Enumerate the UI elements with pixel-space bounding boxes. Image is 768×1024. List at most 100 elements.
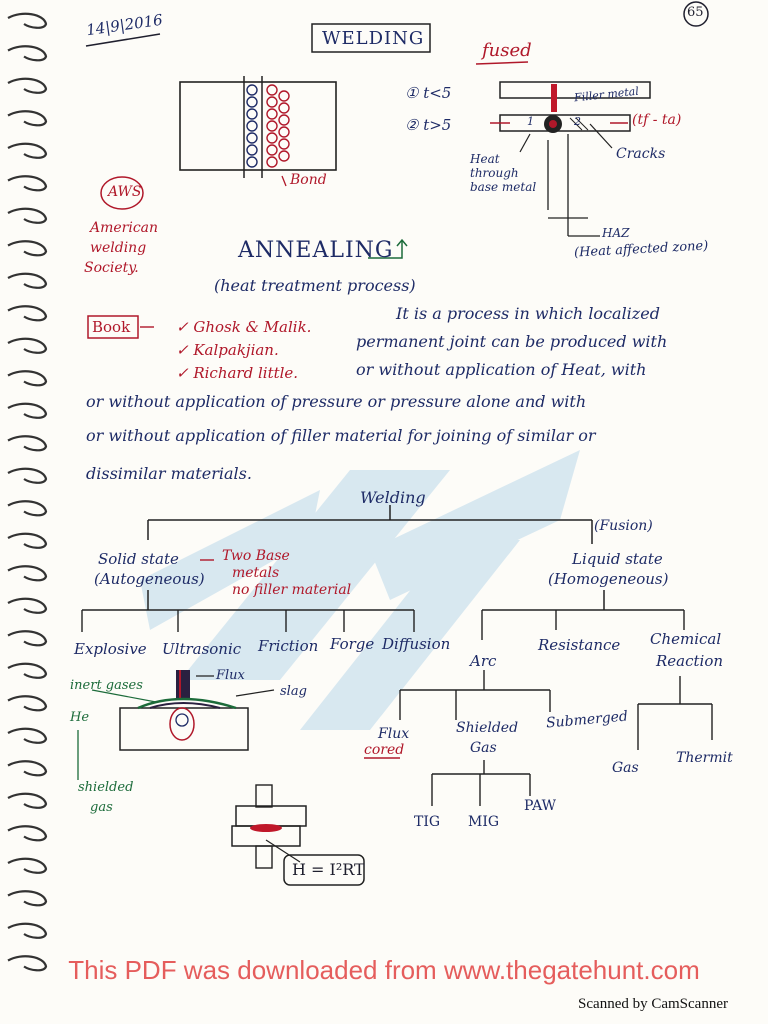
gas-child-mig: MIG: [468, 814, 500, 830]
tf-ta-label: (tf - ta): [632, 112, 682, 128]
arc-child-cored: cored: [364, 742, 405, 758]
spiral-ring: [7, 500, 48, 517]
solid-child-diffusion: Diffusion: [382, 635, 451, 653]
book-item-2: ✓ Kalpakjian.: [176, 341, 279, 359]
spiral-ring: [7, 922, 48, 939]
num-2-label: 2: [574, 115, 581, 128]
arc-child-flux: Flux: [378, 726, 410, 742]
spiral-ring: [7, 597, 48, 614]
aws-abbr: AWS: [108, 184, 142, 200]
spiral-ring: [7, 402, 48, 419]
watermark-logo: [140, 450, 580, 730]
liquid-child-reaction: Reaction: [656, 652, 724, 670]
tree-solid-note-3: no filler material: [232, 582, 352, 598]
spiral-ring: [7, 240, 48, 257]
spiral-binding: [7, 12, 48, 972]
definition-line-6: dissimilar materials.: [86, 464, 252, 483]
page-title: WELDING: [322, 28, 425, 49]
aws-line2: welding: [90, 240, 147, 256]
tree-solid-note-1: Two Base: [222, 548, 290, 564]
gas-child-paw: PAW: [524, 798, 557, 814]
haz-label: HAZ: [602, 226, 630, 240]
aws-line3: Society.: [84, 260, 139, 276]
condition-1: ① t<5: [405, 84, 452, 102]
filler-metal-label: Filler metal: [573, 84, 640, 105]
arc-child-gas: Gas: [470, 740, 497, 756]
spiral-ring: [7, 207, 48, 224]
spiral-ring: [7, 890, 48, 907]
fused-label: fused: [482, 40, 532, 61]
spiral-ring: [7, 142, 48, 159]
inert-gases-label: inert gases: [70, 678, 143, 693]
resistance-formula: H = I²RT: [292, 860, 365, 879]
gas-child-tig: TIG: [414, 814, 441, 830]
spiral-ring: [7, 727, 48, 744]
spiral-ring: [7, 12, 48, 29]
arc-child-shielded: Shielded: [456, 720, 519, 736]
spiral-ring: [7, 175, 48, 192]
spiral-ring: [7, 77, 48, 94]
spiral-ring: [7, 565, 48, 582]
spiral-ring: [7, 662, 48, 679]
slag-label: slag: [280, 684, 307, 699]
flux-label: Flux: [216, 668, 245, 683]
bond-label: Bond: [290, 172, 327, 188]
definition-line-4: or without application of pressure or pr…: [86, 392, 587, 411]
num-1-label: 1: [527, 115, 534, 128]
gas-label: gas: [90, 800, 113, 815]
cracks-label: Cracks: [616, 146, 666, 162]
spiral-ring: [7, 792, 48, 809]
spiral-ring: [7, 695, 48, 712]
heat-through-label: Heat through base metal: [470, 152, 537, 194]
chem-child-gas: Gas: [612, 760, 639, 776]
scanner-credit: Scanned by CamScanner: [578, 996, 728, 1012]
download-watermark-text: This PDF was downloaded from www.thegate…: [68, 955, 700, 985]
tree-liquid: Liquid state: [572, 550, 663, 568]
tree-fusion-note: (Fusion): [594, 518, 653, 534]
liquid-child-resistance: Resistance: [538, 636, 621, 654]
solid-child-friction: Friction: [258, 637, 319, 655]
he-label: He: [70, 710, 90, 725]
definition-line-1: It is a process in which localized: [396, 304, 660, 323]
spiral-ring: [7, 110, 48, 127]
date-label: 14|9|2016: [85, 10, 164, 40]
spiral-ring: [7, 370, 48, 387]
liquid-child-arc: Arc: [470, 652, 497, 670]
condition-2: ② t>5: [405, 116, 452, 134]
definition-line-5: or without application of filler materia…: [86, 426, 596, 445]
solid-child-explosive: Explosive: [74, 640, 147, 658]
chem-child-thermit: Thermit: [676, 750, 733, 766]
book-item-1: ✓ Ghosk & Malik.: [176, 318, 312, 336]
book-label: Book: [92, 318, 131, 336]
book-item-3: ✓ Richard little.: [176, 364, 299, 382]
spiral-ring: [7, 45, 48, 62]
spiral-ring: [7, 272, 48, 289]
tree-solid-sub: (Autogeneous): [94, 570, 205, 588]
spiral-ring: [7, 760, 48, 777]
tree-root: Welding: [360, 488, 426, 507]
spiral-ring: [7, 435, 48, 452]
tree-liquid-sub: (Homogeneous): [548, 570, 669, 588]
spiral-ring: [7, 337, 48, 354]
annealing-title: ANNEALING: [238, 238, 394, 263]
shielded-label: shielded: [78, 780, 134, 795]
definition-line-3: or without application of Heat, with: [356, 360, 647, 379]
spiral-ring: [7, 857, 48, 874]
aws-line1: American: [90, 220, 159, 236]
spiral-ring: [7, 532, 48, 549]
spiral-ring: [7, 825, 48, 842]
solid-child-forge: Forge: [330, 635, 375, 653]
spiral-ring: [7, 467, 48, 484]
tree-solid: Solid state: [98, 550, 179, 568]
spiral-ring: [7, 305, 48, 322]
weld-bead-blue: [246, 84, 258, 168]
page-number: 65: [687, 5, 704, 20]
spiral-ring: [7, 630, 48, 647]
solid-child-ultrasonic: Ultrasonic: [162, 640, 242, 658]
annealing-subtitle: (heat treatment process): [214, 276, 416, 295]
definition-line-2: permanent joint can be produced with: [356, 332, 668, 351]
liquid-child-chemical: Chemical: [650, 630, 722, 648]
spiral-ring: [7, 955, 48, 972]
haz-full-label: (Heat affected zone): [573, 238, 709, 261]
